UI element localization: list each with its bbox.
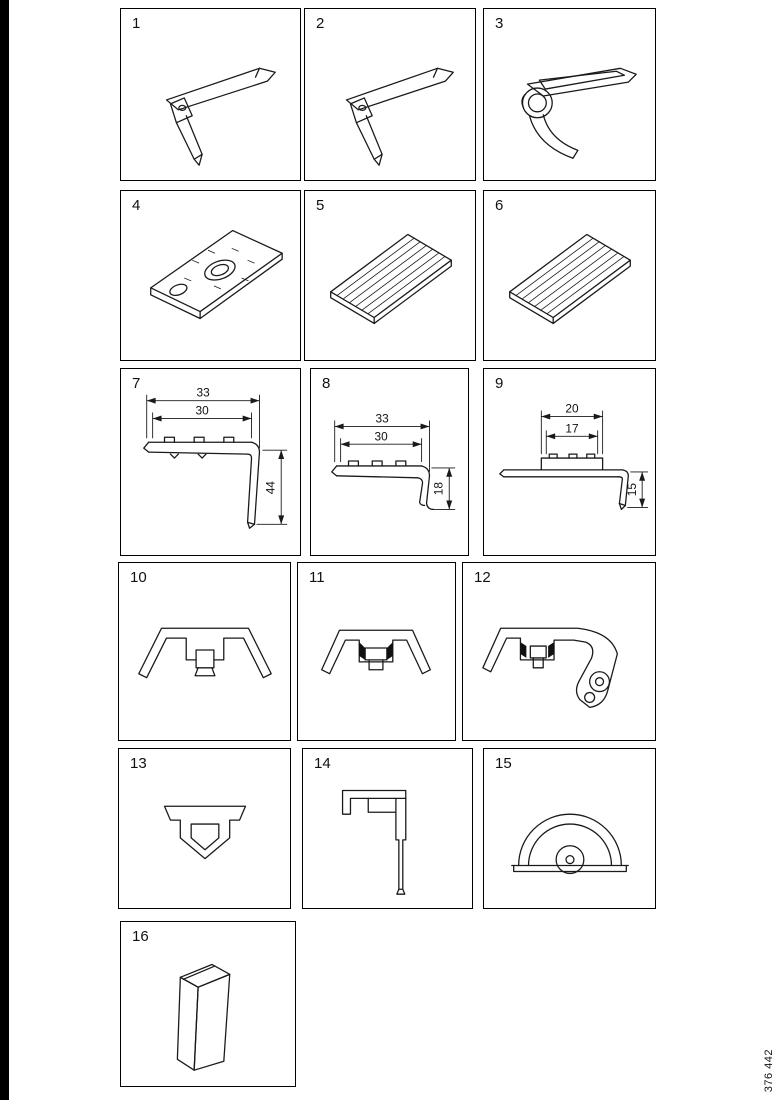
part-number-label: 8 xyxy=(322,375,331,392)
part-number-label: 2 xyxy=(316,15,325,32)
part-cell-2: 2 xyxy=(304,8,476,181)
step-profile-drawing: 33 30 18 xyxy=(331,412,456,511)
channel-profile-drawing xyxy=(138,627,272,679)
part-cell-14: 14 xyxy=(302,748,473,909)
dim-height-label: 15 xyxy=(625,483,639,497)
corner-trim-bulb-drawing xyxy=(521,67,637,159)
part-number-label: 15 xyxy=(495,755,512,772)
part-cell-6: 6 xyxy=(483,190,656,361)
step-profile-drawing: 33 30 44 xyxy=(143,386,288,529)
part-cell-3: 3 xyxy=(483,8,656,181)
part-number-label: 6 xyxy=(495,197,504,214)
corner-trim-drawing xyxy=(345,67,454,166)
part-cell-1: 1 xyxy=(120,8,301,181)
corner-trim-drawing xyxy=(165,67,276,166)
dim-height-label: 44 xyxy=(263,481,277,495)
part-number-label: 10 xyxy=(130,569,147,586)
part-number-label: 7 xyxy=(132,375,141,392)
part-cell-11: 11 xyxy=(297,562,456,741)
dim-outer-label: 33 xyxy=(376,412,390,426)
part-number-label: 14 xyxy=(314,755,331,772)
ribbed-mat-drawing xyxy=(509,233,631,325)
tread-plate-drawing xyxy=(150,229,283,320)
part-number-label: 3 xyxy=(495,15,504,32)
page-binding-bar xyxy=(0,0,9,1100)
part-cell-9: 9 xyxy=(483,368,656,556)
channel-profile-seals-drawing xyxy=(321,629,431,675)
half-round-disc-drawing xyxy=(511,813,629,875)
hook-profile-drawing xyxy=(341,789,407,895)
part-cell-16: 16 xyxy=(120,921,296,1087)
arrow-profile-drawing xyxy=(163,805,247,860)
dim-inner-label: 30 xyxy=(195,404,209,418)
dim-inner-label: 30 xyxy=(375,429,389,443)
part-cell-8: 8 xyxy=(310,368,469,556)
dim-outer-label: 20 xyxy=(565,402,579,416)
figure-code: 376 442 xyxy=(763,1048,775,1092)
part-number-label: 13 xyxy=(130,755,147,772)
dim-inner-label: 17 xyxy=(565,421,578,435)
dim-outer-label: 33 xyxy=(196,386,210,400)
channel-profile-bracket-drawing xyxy=(482,627,618,709)
part-cell-10: 10 xyxy=(118,562,291,741)
part-number-label: 1 xyxy=(132,15,141,32)
part-cell-12: 12 xyxy=(462,562,656,741)
part-number-label: 5 xyxy=(316,197,325,214)
part-cell-13: 13 xyxy=(118,748,291,909)
part-number-label: 4 xyxy=(132,197,141,214)
part-cell-15: 15 xyxy=(483,748,656,909)
part-number-label: 12 xyxy=(474,569,491,586)
ribbed-mat-drawing xyxy=(330,233,452,325)
dim-height-label: 18 xyxy=(431,482,445,496)
part-cell-5: 5 xyxy=(304,190,476,361)
part-number-label: 9 xyxy=(495,375,504,392)
part-number-label: 11 xyxy=(309,569,325,586)
part-cell-4: 4 xyxy=(120,190,301,361)
end-cap-block-drawing xyxy=(176,963,231,1071)
part-number-label: 16 xyxy=(132,928,149,945)
part-cell-7: 7 xyxy=(120,368,301,556)
step-profile-drawing: 20 17 15 xyxy=(499,402,649,511)
